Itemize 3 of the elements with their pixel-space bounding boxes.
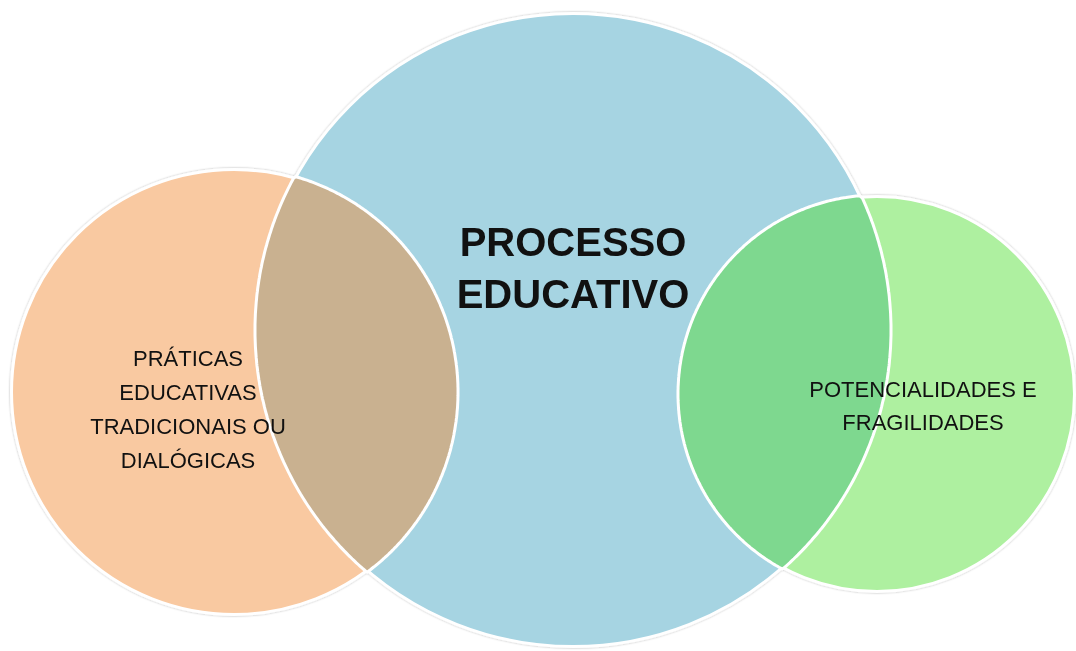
circle-label: PRÁTICAS EDUCATIVAS TRADICIONAIS OU DIALÓGICAS	[68, 342, 308, 479]
circle-label: POTENCIALIDADES E FRAGILIDADES	[798, 373, 1048, 439]
circle-title: PROCESSO EDUCATIVO	[428, 216, 718, 320]
